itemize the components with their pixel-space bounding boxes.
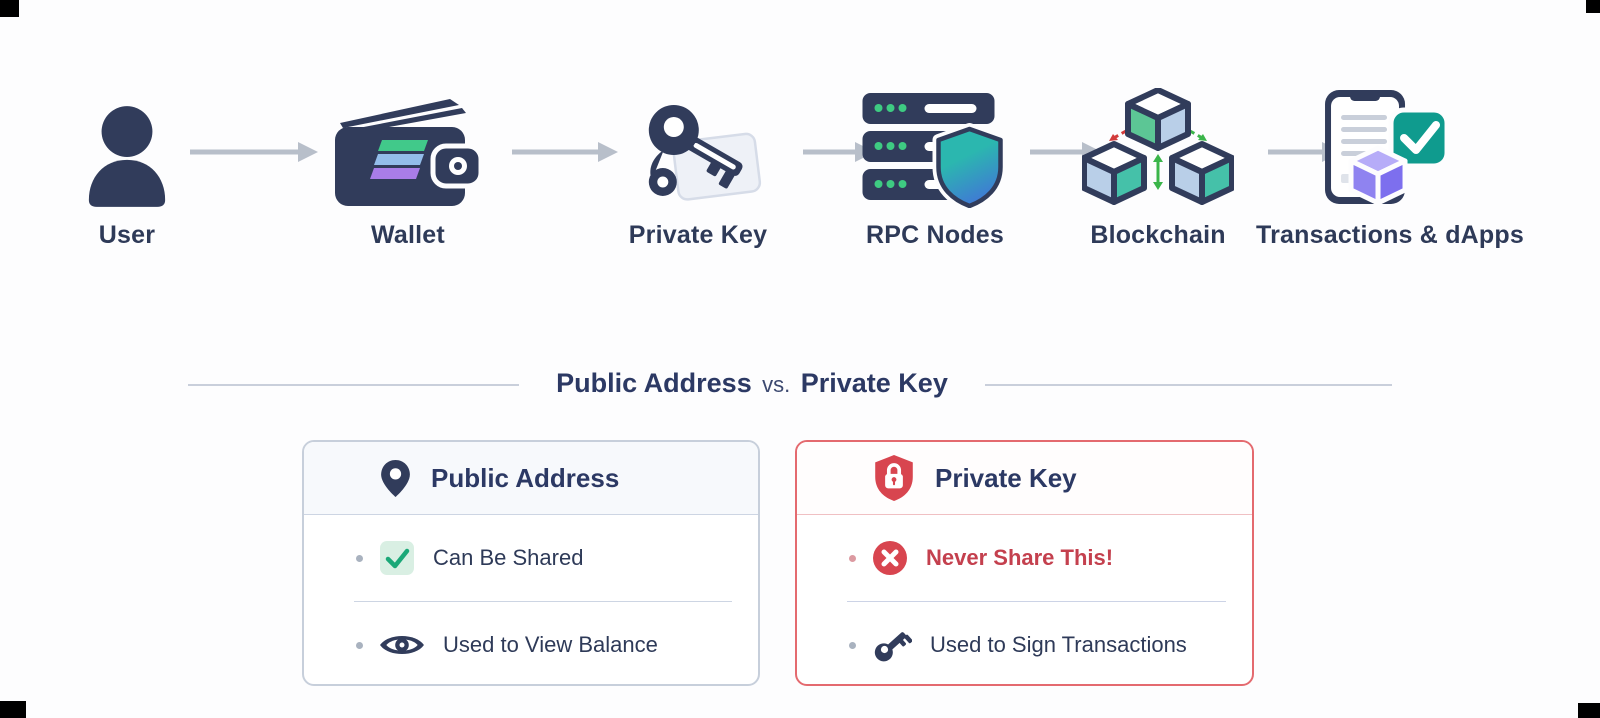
list-item-never-share: Never Share This! <box>797 515 1252 601</box>
key-icon <box>872 625 912 665</box>
bullet-dot <box>356 641 363 649</box>
corner-mark <box>0 701 26 718</box>
bullet-dot <box>849 641 856 649</box>
corner-mark <box>0 0 19 17</box>
flow-node-blockchain: Blockchain <box>1082 88 1234 250</box>
flow-node-transactions-dapps: Transactions & dApps <box>1256 90 1524 250</box>
blockchain-cubes-icon <box>1082 88 1234 208</box>
corner-mark <box>1586 0 1600 13</box>
arrow-right-icon <box>512 142 618 162</box>
user-icon <box>83 90 171 208</box>
heading-rule <box>188 384 519 386</box>
private-key-card-header: Private Key <box>797 442 1252 515</box>
comparison-heading: Public Address vs. Private Key <box>556 368 948 399</box>
divider <box>847 601 1226 602</box>
public-address-card-title: Public Address <box>431 462 620 493</box>
flow-label-private-key: Private Key <box>628 221 768 249</box>
private-key-card-title: Private Key <box>935 462 1077 493</box>
server-shield-icon <box>862 90 1008 208</box>
private-key-icon <box>634 90 762 208</box>
list-item-can-be-shared: Can Be Shared <box>304 515 758 601</box>
flow-node-user: User <box>83 90 171 250</box>
heading-public-address: Public Address <box>556 368 752 398</box>
list-item-view-balance: Used to View Balance <box>304 602 758 684</box>
flow-node-private-key: Private Key <box>629 90 767 250</box>
heading-rule <box>985 384 1392 386</box>
x-circle-icon <box>872 540 908 576</box>
flow-label-user: User <box>98 221 156 249</box>
wallet-icon <box>333 90 483 208</box>
eye-icon <box>379 630 425 660</box>
corner-mark <box>1578 703 1600 718</box>
flow-node-wallet: Wallet <box>333 90 483 250</box>
flow-label-rpc-nodes: RPC Nodes <box>866 221 1004 249</box>
item-text: Used to View Balance <box>443 632 658 657</box>
map-pin-icon <box>381 459 410 497</box>
private-key-card: Private Key Never Share This! <box>795 440 1254 686</box>
heading-vs: vs. <box>762 372 791 397</box>
heading-private-key: Private Key <box>800 368 948 398</box>
item-text: Never Share This! <box>926 545 1114 570</box>
public-address-card-header: Public Address <box>304 442 758 515</box>
list-item-sign-transactions: Used to Sign Transactions <box>797 602 1252 684</box>
item-text: Can Be Shared <box>433 545 584 570</box>
check-badge-icon <box>379 540 415 576</box>
arrow-right-icon <box>190 142 318 162</box>
phone-check-icon <box>1324 90 1455 208</box>
bullet-dot <box>849 554 856 562</box>
divider <box>354 601 732 602</box>
public-address-card: Public Address Can Be Shared Used to Vie… <box>302 440 760 686</box>
shield-lock-icon <box>875 455 913 501</box>
flow-label-transactions-dapps: Transactions & dApps <box>1256 221 1524 249</box>
item-text: Used to Sign Transactions <box>930 632 1187 657</box>
bullet-dot <box>356 554 363 562</box>
flow-label-wallet: Wallet <box>371 221 445 249</box>
flow-node-rpc-nodes: RPC Nodes <box>862 90 1008 250</box>
flow-label-blockchain: Blockchain <box>1090 221 1226 249</box>
